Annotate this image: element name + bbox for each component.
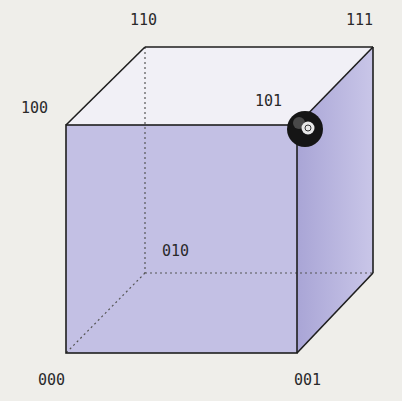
vertex-label: 010 [160, 243, 191, 260]
vertex-label: 001 [292, 372, 323, 389]
vertex-label: 110 [128, 12, 159, 29]
vertex-label: 101 [253, 93, 284, 110]
vertex-label: 100 [19, 100, 50, 117]
vertex-label: 000 [36, 372, 67, 389]
side-face [297, 47, 373, 353]
hidden-edges [66, 47, 373, 353]
ball-marker [287, 111, 323, 147]
cube-edges [66, 47, 373, 353]
vertex-label: 111 [344, 12, 375, 29]
front-face [66, 125, 297, 353]
